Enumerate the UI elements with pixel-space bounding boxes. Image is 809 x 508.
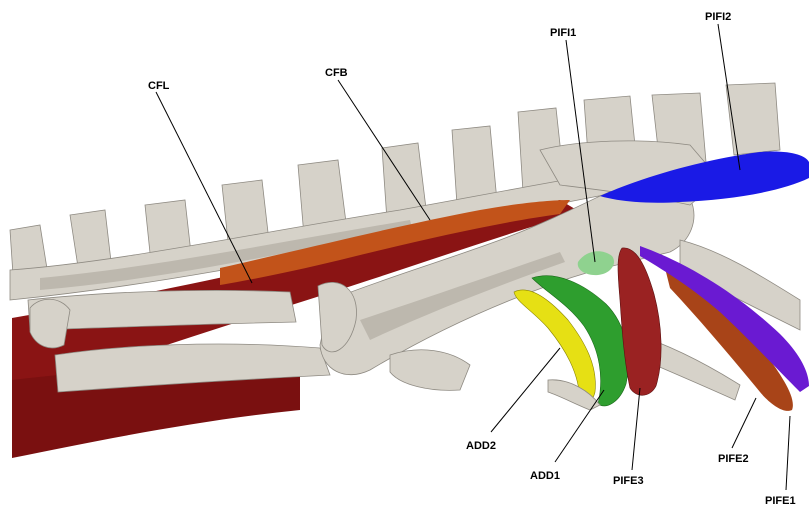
cfb-label: CFB (325, 67, 348, 79)
pifi1-label: PIFI1 (550, 27, 576, 39)
pife1-leader (786, 416, 790, 490)
pife3-leader (632, 388, 640, 470)
pifi2-label: PIFI2 (705, 11, 731, 23)
pife2-leader (732, 398, 756, 448)
add2-label: ADD2 (466, 440, 496, 452)
pife2-label: PIFE2 (718, 453, 749, 465)
cfl-label: CFL (148, 80, 170, 92)
pife1-label: PIFE1 (765, 495, 796, 507)
add1-label: ADD1 (530, 470, 560, 482)
pife3-label: PIFE3 (613, 475, 644, 487)
